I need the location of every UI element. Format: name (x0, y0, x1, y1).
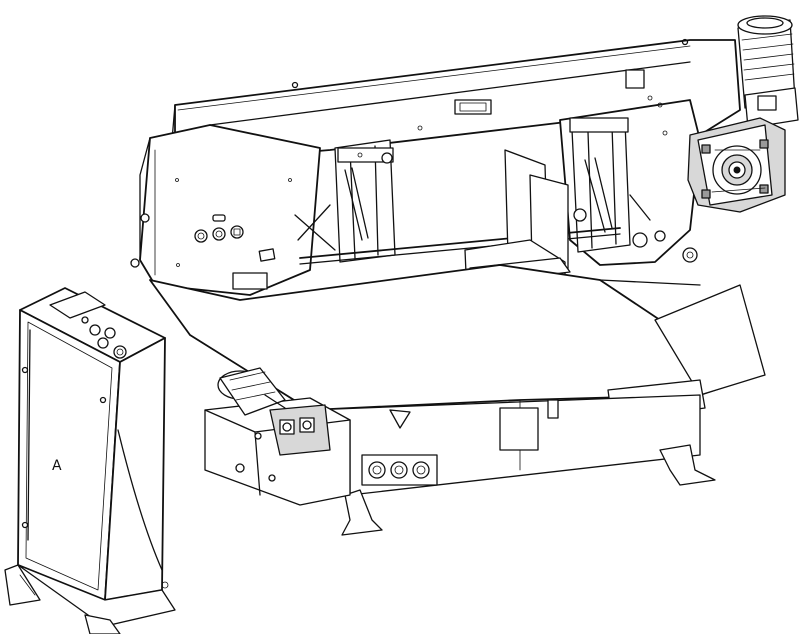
hydraulic-unit (204, 367, 351, 506)
machine-base (149, 264, 766, 536)
arm-control-buttons (194, 214, 244, 243)
control-cabinet: A (4, 287, 176, 634)
cabinet-label: A (52, 458, 62, 474)
drive-motor (687, 15, 799, 213)
label-plate (625, 69, 645, 89)
blade-guides (294, 117, 698, 265)
cable-gland-panel (361, 454, 438, 486)
saw-bow-arm (130, 38, 741, 296)
tension-knob (140, 213, 150, 223)
access-panel (499, 407, 539, 451)
